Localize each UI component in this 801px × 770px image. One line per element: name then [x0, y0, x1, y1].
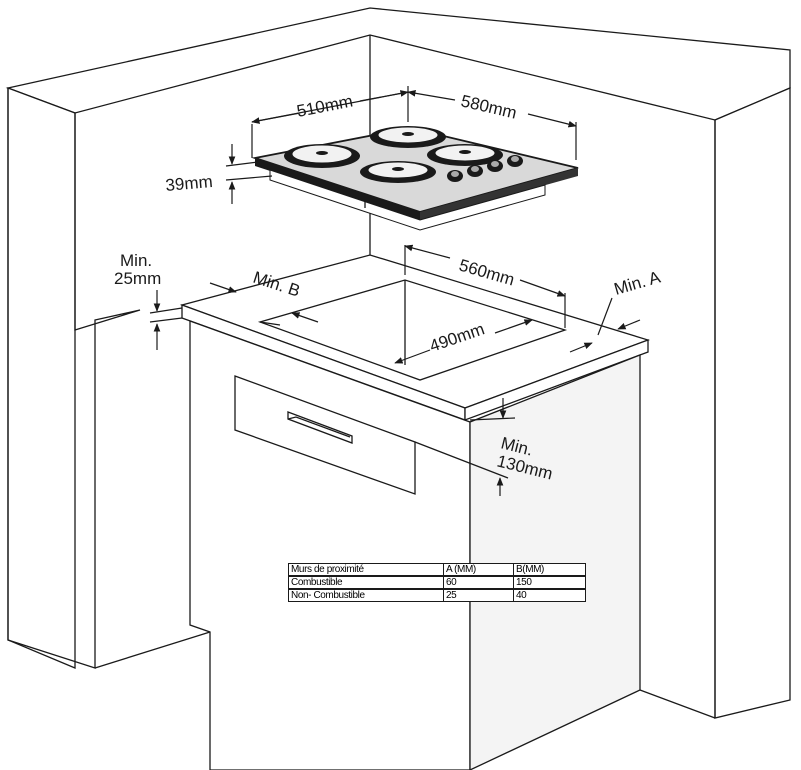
- table-cell: Combustible: [288, 575, 444, 590]
- right-wall: [714, 87, 791, 719]
- label-min-25-line2: 25mm: [114, 269, 161, 288]
- table-cell: 150: [513, 575, 586, 590]
- table-cell: 60: [443, 575, 514, 590]
- worktop-cutout: [257, 279, 568, 381]
- back-wall: [5, 7, 791, 121]
- burner-left: [284, 144, 360, 168]
- cabinet-side: [469, 354, 641, 770]
- dimension-lines: [149, 86, 641, 496]
- table-header-cell: A (MM): [443, 563, 514, 577]
- table-header-cell: Murs de proximité: [288, 563, 444, 577]
- hob: [251, 126, 579, 231]
- label-hob-depth: 580mm: [459, 91, 519, 122]
- burner-front: [360, 161, 436, 183]
- table-cell: Non- Combustible: [288, 588, 444, 602]
- table-header-row: Murs de proximité A (MM) B(MM): [288, 563, 586, 577]
- table-cell: 40: [513, 588, 586, 602]
- label-hob-width: 510mm: [295, 91, 354, 120]
- table-row: Non- Combustible 25 40: [288, 588, 586, 602]
- table-row: Combustible 60 150: [288, 575, 586, 590]
- clearance-table: Murs de proximité A (MM) B(MM) Combustib…: [288, 563, 586, 602]
- walls: [5, 7, 791, 719]
- burner-rear: [370, 126, 446, 148]
- drawer-front: [234, 375, 416, 495]
- label-hob-height: 39mm: [165, 172, 214, 195]
- cabinet: [179, 254, 651, 770]
- label-min-a: Min. A: [612, 267, 663, 298]
- control-knobs: [447, 155, 523, 182]
- burner-right: [427, 144, 503, 166]
- table-cell: 25: [443, 588, 514, 602]
- label-min-25-line1: Min.: [120, 251, 152, 270]
- table-header-cell: B(MM): [513, 563, 586, 577]
- left-wall: [7, 87, 141, 669]
